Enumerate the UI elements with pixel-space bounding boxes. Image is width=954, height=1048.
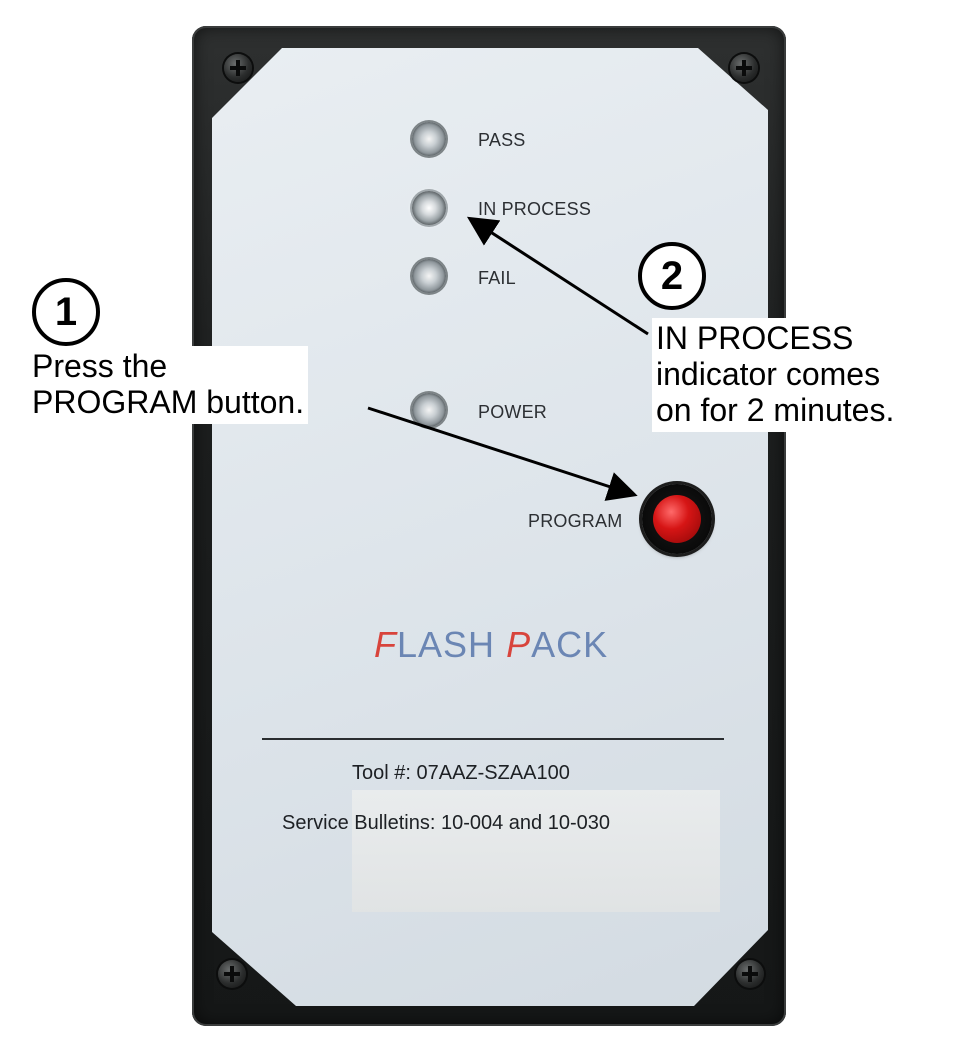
- arrow-to-in-process-led: [466, 216, 649, 336]
- brand-rest-ack: ACK: [531, 624, 609, 665]
- step-1-line-1: Press the: [32, 348, 168, 384]
- program-label: PROGRAM: [528, 511, 623, 531]
- power-label: POWER: [478, 402, 548, 422]
- arrow-to-program-button: [367, 406, 638, 501]
- step-2-callout: IN PROCESS indicator comes on for 2 minu…: [652, 318, 899, 432]
- brand-logo: FLASH PACK: [374, 624, 608, 666]
- brand-initial-p: P: [506, 624, 532, 665]
- brand-rest-lash: LASH: [397, 624, 496, 665]
- power-led-icon: [412, 393, 446, 427]
- screw-icon: [736, 960, 764, 988]
- tool-number: Tool #: 07AAZ-SZAA100: [352, 762, 570, 784]
- step-2-line-2: indicator comes: [656, 356, 881, 392]
- in-process-led-icon: [412, 191, 446, 225]
- pass-led-icon: [412, 122, 446, 156]
- program-button-cap: [653, 495, 701, 543]
- step-1-line-2: PROGRAM button.: [32, 384, 305, 420]
- brand-initial-f: F: [374, 624, 397, 665]
- step-1-badge: 1: [32, 278, 100, 346]
- screw-icon: [218, 960, 246, 988]
- plate-divider: [262, 738, 724, 740]
- step-2-line-3: on for 2 minutes.: [656, 392, 895, 428]
- pass-label: PASS: [478, 130, 526, 150]
- sticker-residue: [352, 790, 720, 912]
- step-2-line-1: IN PROCESS: [656, 320, 854, 356]
- screw-icon: [224, 54, 252, 82]
- fail-led-icon: [412, 259, 446, 293]
- fail-label: FAIL: [478, 268, 516, 288]
- step-1-callout: Press the PROGRAM button.: [28, 346, 309, 424]
- screw-icon: [730, 54, 758, 82]
- step-2-badge: 2: [638, 242, 706, 310]
- service-bulletins: Service Bulletins: 10-004 and 10-030: [282, 812, 610, 834]
- program-button[interactable]: [642, 484, 712, 554]
- in-process-label: IN PROCESS: [478, 199, 592, 219]
